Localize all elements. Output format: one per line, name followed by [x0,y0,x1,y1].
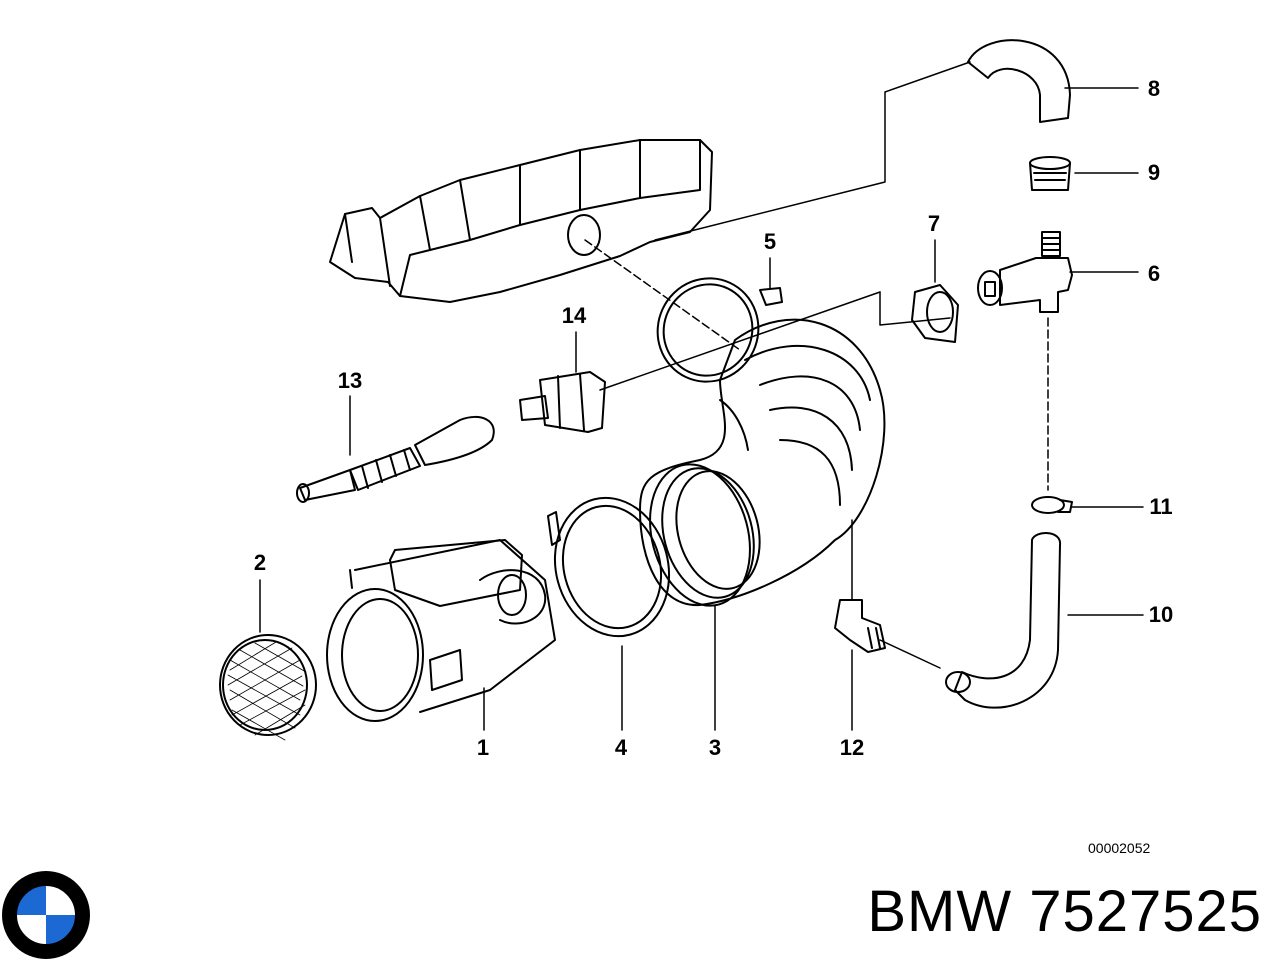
bmw-logo [2,871,90,959]
part-6-valve-drawing [977,231,1073,313]
part-3-intake-boot-drawing [639,318,886,607]
drawing-number: 00002052 [1088,840,1151,856]
part-9-grommet-drawing [1029,156,1071,191]
callout-2: 2 [253,550,267,575]
callout-3: 3 [708,735,722,760]
part-14-sensor-drawing [519,371,606,433]
callout-8: 8 [1147,76,1161,101]
part-13-plug-drawing [296,415,495,503]
callout-7: 7 [927,211,941,236]
callout-1: 1 [476,735,490,760]
callout-10: 10 [1148,602,1174,627]
callout-9: 9 [1147,160,1161,185]
callout-6: 6 [1147,261,1161,286]
part-7-seal-drawing [911,284,959,343]
callout-14: 14 [561,303,587,328]
part-4-clamp-ring-drawing [547,496,671,638]
callout-5: 5 [763,229,777,254]
part-11-clip-drawing [1031,496,1073,514]
part-12-elbow-drawing [834,599,886,653]
part-number-caption: BMW 7527525 [867,879,1262,944]
part-1-air-mass-meter-drawing [326,539,556,722]
intake-manifold-drawing [329,139,713,303]
callout-11: 11 [1149,494,1173,519]
part-5-clamp-drawing [656,277,783,383]
callout-13: 13 [337,368,363,393]
callout-12: 12 [839,735,865,760]
part-8-hose-drawing [967,39,1071,123]
part-10-hose-drawing [945,532,1062,709]
leader-lines [259,61,1144,731]
part-2-filter-disc-drawing [219,634,317,741]
callout-4: 4 [614,735,628,760]
